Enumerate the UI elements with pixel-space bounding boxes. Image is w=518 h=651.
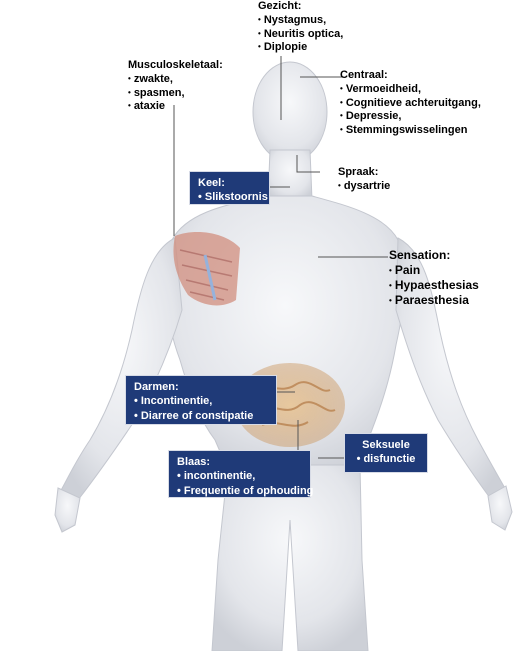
label-spraak: Spraak: dysartrie bbox=[338, 166, 390, 194]
seksuele-title: Seksuele bbox=[362, 439, 410, 451]
box-keel: Keel: Slikstoornis bbox=[189, 171, 270, 205]
gezicht-title: Gezicht: bbox=[258, 0, 302, 12]
blaas-list: incontinentie, Frequentie of ophouding bbox=[177, 469, 314, 498]
spraak-list: dysartrie bbox=[338, 180, 390, 194]
centraal-item: Depressie, bbox=[340, 110, 481, 124]
blaas-title: Blaas: bbox=[177, 456, 211, 468]
sensation-item: Pain bbox=[389, 263, 479, 278]
centraal-title: Centraal: bbox=[340, 69, 388, 81]
sensation-list: Pain Hypaesthesias Paraesthesia bbox=[389, 263, 479, 308]
sensation-item: Hypaesthesias bbox=[389, 278, 479, 293]
sensation-item: Paraesthesia bbox=[389, 293, 479, 308]
sensation-title: Sensation: bbox=[389, 248, 451, 262]
label-sensation: Sensation: Pain Hypaesthesias Paraesthes… bbox=[389, 248, 479, 308]
box-darmen: Darmen: Incontinentie, Diarree of consti… bbox=[125, 375, 277, 425]
legs bbox=[211, 464, 369, 651]
gezicht-list: Nystagmus, Neuritis optica, Diplopie bbox=[258, 14, 343, 55]
seksuele-item: disfunctie bbox=[353, 452, 419, 466]
right-hand bbox=[487, 485, 513, 531]
keel-list: Slikstoornis bbox=[198, 190, 268, 204]
centraal-list: Vermoeidheid, Cognitieve achteruitgang, … bbox=[340, 83, 481, 138]
blaas-item: Frequentie of ophouding bbox=[177, 484, 314, 498]
darmen-list: Incontinentie, Diarree of constipatie bbox=[134, 394, 268, 423]
darmen-title: Darmen: bbox=[134, 381, 179, 393]
gezicht-item: Neuritis optica, bbox=[258, 28, 343, 42]
neck bbox=[267, 149, 313, 201]
gezicht-item: Diplopie bbox=[258, 41, 343, 55]
blaas-item: incontinentie, bbox=[177, 469, 302, 483]
keel-item: Slikstoornis bbox=[198, 190, 268, 204]
musculoskeletaal-list: zwakte, spasmen, ataxie bbox=[128, 73, 223, 114]
musculoskeletaal-title: Musculoskeletaal: bbox=[128, 59, 223, 71]
box-blaas: Blaas: incontinentie, Frequentie of opho… bbox=[168, 450, 314, 498]
shoulder-muscles bbox=[173, 232, 240, 306]
label-centraal: Centraal: Vermoeidheid, Cognitieve achte… bbox=[340, 69, 481, 138]
label-musculoskeletaal: Musculoskeletaal: zwakte, spasmen, ataxi… bbox=[128, 59, 223, 114]
box-seksuele: Seksuele disfunctie bbox=[344, 433, 428, 473]
left-arm bbox=[59, 237, 183, 501]
spraak-title: Spraak: bbox=[338, 166, 379, 178]
darmen-item: Incontinentie, bbox=[134, 394, 268, 408]
centraal-item: Cognitieve achteruitgang, bbox=[340, 97, 481, 111]
human-body bbox=[54, 61, 513, 651]
left-hand bbox=[54, 487, 81, 533]
spraak-item: dysartrie bbox=[338, 180, 390, 194]
musculoskeletaal-item: ataxie bbox=[128, 100, 223, 114]
musculoskeletaal-item: zwakte, bbox=[128, 73, 223, 87]
musculoskeletaal-item: spasmen, bbox=[128, 87, 223, 101]
gezicht-item: Nystagmus, bbox=[258, 14, 343, 28]
centraal-item: Vermoeidheid, bbox=[340, 83, 481, 97]
centraal-item: Stemmingswisselingen bbox=[340, 124, 481, 138]
seksuele-list: disfunctie bbox=[353, 452, 419, 466]
keel-title: Keel: bbox=[198, 177, 225, 189]
label-gezicht: Gezicht: Nystagmus, Neuritis optica, Dip… bbox=[258, 0, 343, 55]
darmen-item: Diarree of constipatie bbox=[134, 409, 268, 423]
